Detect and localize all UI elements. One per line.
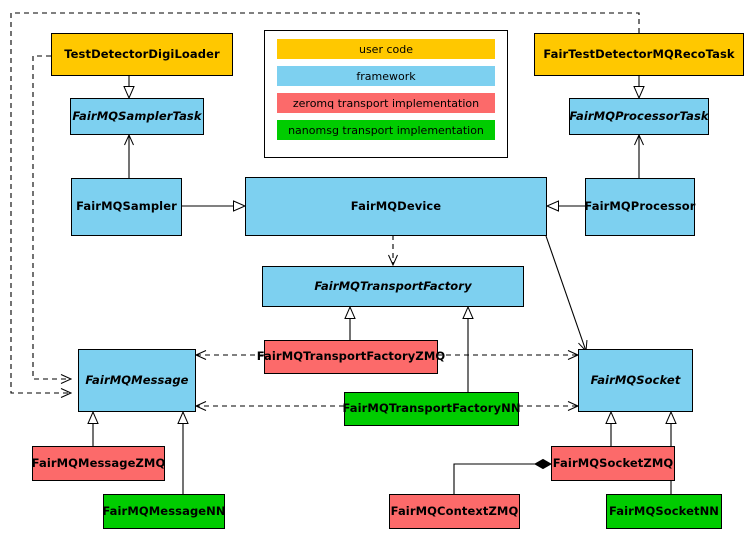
legend-label-zeromq: zeromq transport implementation bbox=[292, 96, 480, 110]
node-fair-mq-socket-nn[interactable]: FairMQSocketNN bbox=[606, 494, 722, 529]
node-fair-mq-device[interactable]: FairMQDevice bbox=[245, 177, 547, 236]
node-fair-mq-context-zmq[interactable]: FairMQContextZMQ bbox=[389, 494, 520, 529]
node-fair-mq-transport-factory-nn[interactable]: FairMQTransportFactoryNN bbox=[342, 392, 520, 426]
legend-label-nanomsg: nanomsg transport implementation bbox=[288, 123, 484, 137]
legend-item-framework: framework bbox=[277, 66, 495, 86]
node-fair-mq-transport-factory-zmq[interactable]: FairMQTransportFactoryZMQ bbox=[257, 340, 445, 374]
node-fair-mq-message-nn[interactable]: FairMQMessageNN bbox=[102, 494, 226, 529]
node-fair-mq-processor[interactable]: FairMQProcessor bbox=[584, 178, 695, 236]
node-fair-mq-sampler[interactable]: FairMQSampler bbox=[71, 178, 182, 236]
legend-item-user-code: user code bbox=[277, 39, 495, 59]
node-fair-test-detector-mq-reco-task[interactable]: FairTestDetectorMQRecoTask bbox=[534, 33, 744, 76]
legend-item-nanomsg: nanomsg transport implementation bbox=[277, 120, 495, 140]
node-fair-mq-message[interactable]: FairMQMessage bbox=[78, 349, 196, 412]
node-fair-mq-processor-task[interactable]: FairMQProcessorTask bbox=[569, 98, 709, 135]
node-test-detector-digi-loader[interactable]: TestDetectorDigiLoader bbox=[51, 33, 233, 76]
node-fair-mq-transport-factory[interactable]: FairMQTransportFactory bbox=[262, 266, 524, 307]
node-fair-mq-socket-zmq[interactable]: FairMQSocketZMQ bbox=[551, 446, 675, 481]
legend-label-framework: framework bbox=[356, 69, 416, 83]
node-fair-mq-sampler-task[interactable]: FairMQSamplerTask bbox=[70, 98, 204, 135]
legend-item-zeromq: zeromq transport implementation bbox=[277, 93, 495, 113]
node-fair-mq-message-zmq[interactable]: FairMQMessageZMQ bbox=[32, 446, 165, 481]
legend-label-user-code: user code bbox=[358, 42, 414, 56]
legend: user code framework zeromq transport imp… bbox=[264, 30, 508, 158]
node-fair-mq-socket[interactable]: FairMQSocket bbox=[578, 349, 693, 412]
